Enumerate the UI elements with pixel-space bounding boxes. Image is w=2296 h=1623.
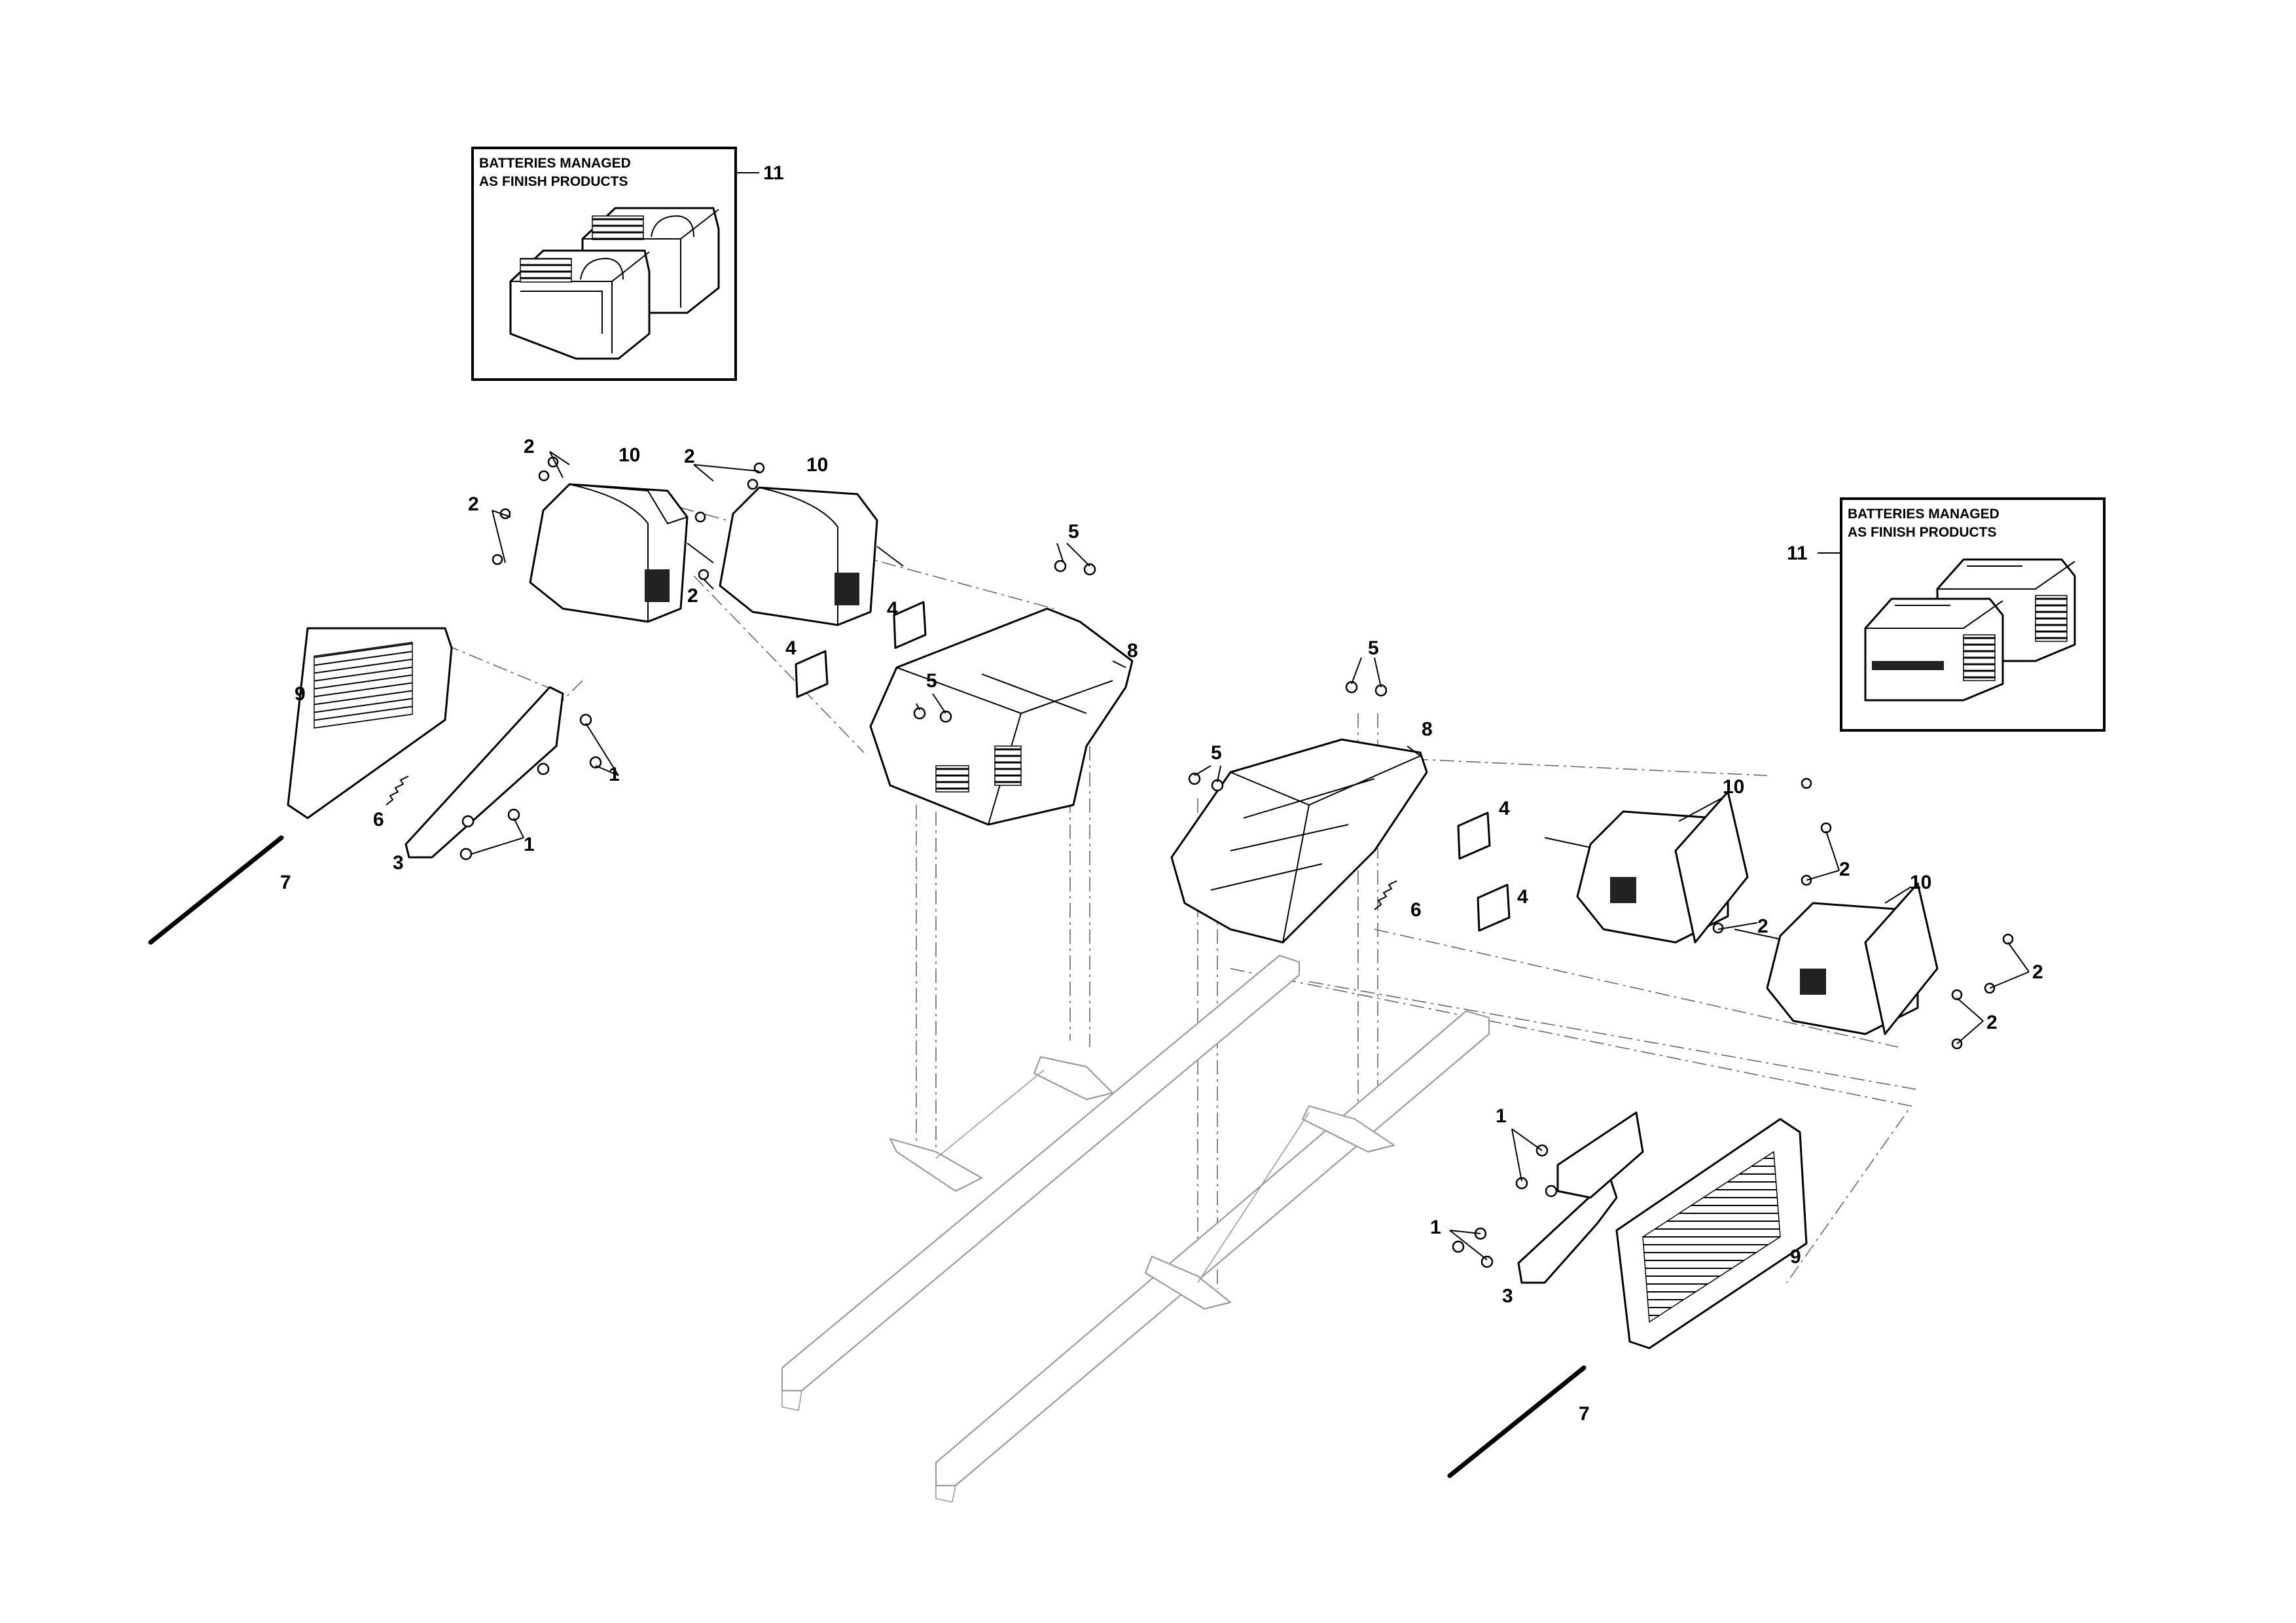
part-label-5: 5: [926, 670, 937, 692]
inset-box-title-line2: AS FINISH PRODUCTS: [479, 174, 628, 189]
part-label-10: 10: [1723, 776, 1744, 798]
inset-box-title-line1: BATTERIES MANAGED: [479, 156, 631, 171]
part-label-2: 2: [2032, 961, 2043, 983]
battery-module-left-1: [529, 483, 714, 623]
part-label-10: 10: [806, 454, 828, 476]
part-label-7: 7: [1579, 1403, 1590, 1425]
part-label-6: 6: [1410, 899, 1422, 921]
part-label-2: 2: [684, 446, 695, 467]
part-label-1: 1: [1496, 1105, 1507, 1127]
grille-cover-left: [287, 627, 453, 819]
battery-module-left-2: [719, 486, 904, 626]
part-label-7: 7: [280, 872, 291, 893]
mounting-plate-right: [1517, 1111, 1644, 1284]
rod-left: [148, 835, 284, 945]
part-label-9: 9: [1790, 1246, 1801, 1268]
part-label-10: 10: [619, 444, 640, 466]
battery-housing-left: [869, 607, 1134, 826]
part-label-2: 2: [1839, 859, 1850, 880]
part-label-11: 11: [1787, 543, 1808, 564]
inset-box-title-line1: BATTERIES MANAGED: [1848, 507, 2000, 522]
part-label-6: 6: [373, 809, 384, 830]
part-label-5: 5: [1368, 637, 1379, 659]
part-label-9: 9: [295, 683, 306, 705]
part-label-4: 4: [887, 598, 898, 620]
part-label-3: 3: [1502, 1285, 1513, 1307]
battery-pack-icon: [509, 249, 651, 360]
part-label-1: 1: [609, 764, 620, 785]
part-label-2: 2: [687, 585, 698, 607]
part-label-11: 11: [763, 162, 784, 184]
fasteners: [459, 456, 2014, 1268]
part-label-4: 4: [785, 637, 797, 659]
part-label-1: 1: [1430, 1217, 1441, 1238]
part-label-2: 2: [524, 436, 535, 457]
part-label-2: 2: [1757, 916, 1768, 937]
part-label-8: 8: [1127, 640, 1138, 662]
chassis-frame: [781, 954, 1490, 1503]
part-label-2: 2: [1986, 1012, 1998, 1033]
part-label-2: 2: [468, 493, 479, 515]
battery-module-right-1: [1544, 791, 1749, 944]
battery-module-right-2: [1734, 882, 1939, 1035]
inset-box-batteries-left: BATTERIES MANAGED AS FINISH PRODUCTS 11: [471, 147, 784, 381]
battery-housing-right: [1170, 738, 1428, 944]
part-label-4: 4: [1517, 886, 1528, 908]
spring-right: [1374, 880, 1397, 910]
part-label-4: 4: [1499, 798, 1510, 819]
part-label-5: 5: [1211, 742, 1222, 764]
grille-cover-right: [1615, 1118, 1808, 1349]
mounting-plate-left: [404, 686, 564, 859]
part-label-10: 10: [1910, 872, 1931, 893]
part-label-1: 1: [524, 834, 535, 855]
rod-right: [1447, 1365, 1587, 1478]
part-label-5: 5: [1068, 521, 1079, 543]
inset-box-batteries-right: BATTERIES MANAGED AS FINISH PRODUCTS 11: [1787, 497, 2106, 732]
spring-left: [386, 776, 409, 806]
part-label-8: 8: [1422, 719, 1433, 740]
seals: [795, 601, 1511, 932]
leader-lines: [471, 451, 2030, 1260]
part-label-3: 3: [393, 852, 404, 874]
inset-box-title-line2: AS FINISH PRODUCTS: [1848, 525, 1997, 540]
battery-pack-icon: [1864, 597, 2004, 702]
part-labels: 2 2 2 2 2 2 2 2 10 10 10 10 5 5 5 5 4 4 …: [280, 436, 2043, 1425]
